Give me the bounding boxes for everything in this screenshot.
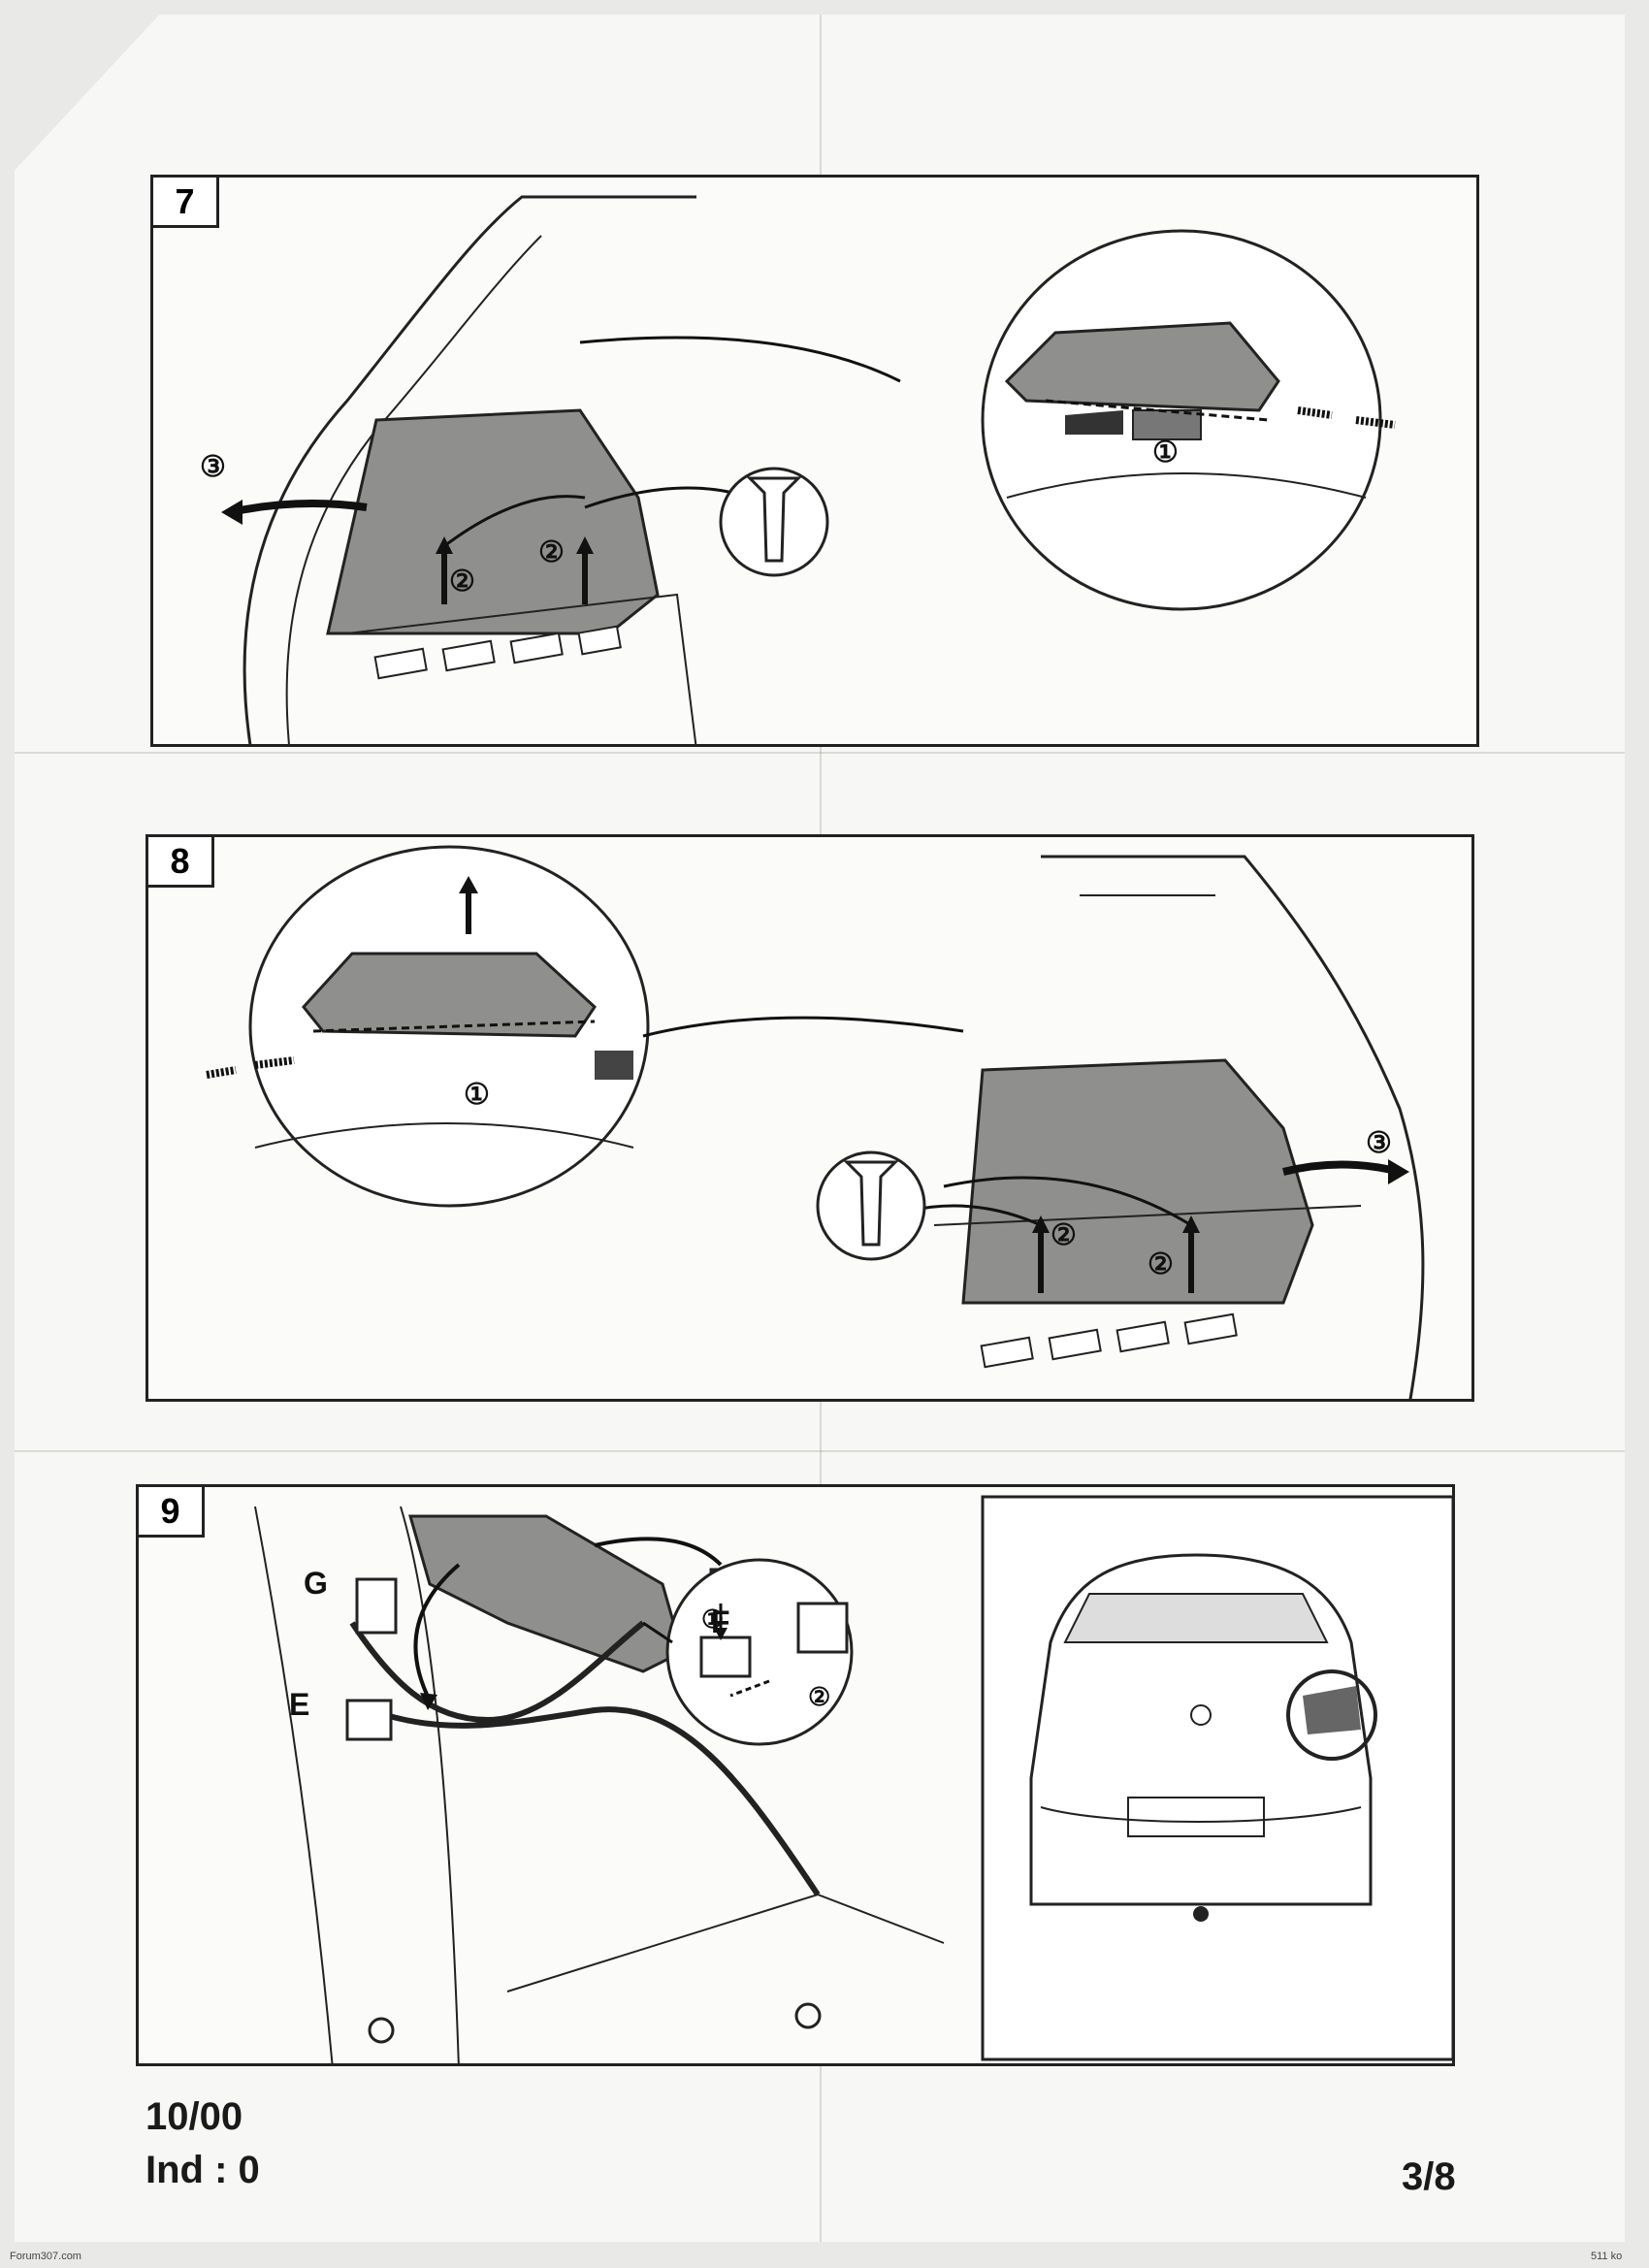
step-7-illustration: ③ ② ② ① (200, 195, 1396, 744)
callout-3: ③ (200, 451, 226, 483)
source-watermark: Forum307.com (10, 2251, 81, 2262)
callout-1: ① (701, 1604, 724, 1634)
step-9-panel: 9 G E F ① ② (136, 1484, 1455, 2066)
page-number: 3/8 (1402, 2155, 1456, 2198)
callout-1: ① (1152, 437, 1179, 469)
file-size: 511 ko (1591, 2251, 1623, 2262)
paper-crease (15, 1450, 1625, 1452)
callout-2: ② (1148, 1248, 1174, 1280)
revision-date: 10/00 (146, 2095, 243, 2138)
step-number: 9 (139, 1487, 205, 1538)
connector-label-g: G (304, 1566, 328, 1601)
callout-1: ① (464, 1079, 490, 1111)
callout-2: ② (449, 566, 475, 598)
paper-crease (15, 752, 1625, 754)
step-number: 7 (153, 178, 219, 228)
step-8-illustration: ① ② ② ③ (206, 845, 1425, 1399)
connector-label-f: F (711, 1604, 730, 1639)
callout-2: ② (808, 1682, 830, 1711)
callout-2: ② (538, 536, 565, 568)
callout-3: ③ (1366, 1127, 1392, 1159)
callout-2: ② (1051, 1219, 1077, 1251)
connector-label-e: E (289, 1687, 309, 1722)
floor-slots (373, 625, 622, 680)
step-7-panel: 7 ③ ② (150, 175, 1479, 747)
step-8-panel: 8 ① ② ② (146, 834, 1474, 1402)
revision-index: Ind : 0 (146, 2149, 260, 2191)
step-number: 8 (148, 837, 214, 888)
step-9-illustration: G E F ① ② (254, 1495, 1452, 2063)
